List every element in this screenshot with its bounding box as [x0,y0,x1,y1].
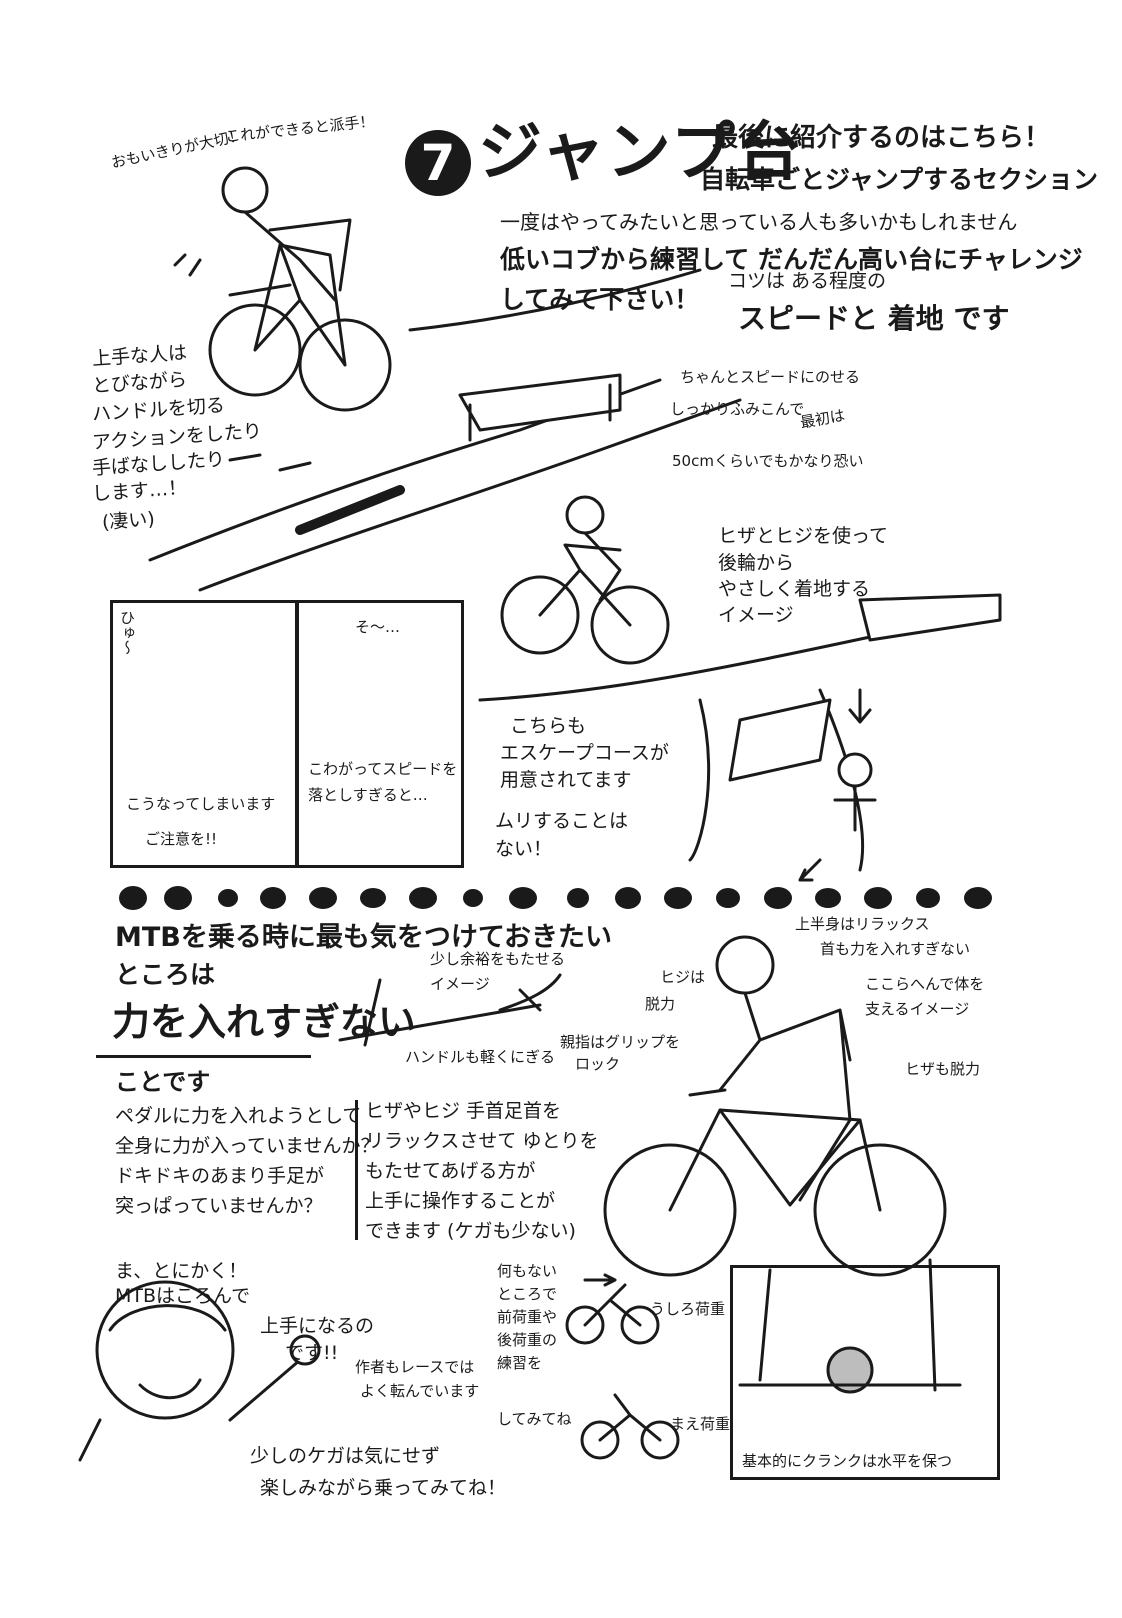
bottom-line-1: ま、とにかく！ [115,1260,248,1282]
practice-note-4: 後荷重の [497,1331,558,1349]
practice-note-6: してみてね [497,1410,572,1428]
landing-note-1: ヒザとヒジを使って [718,525,889,547]
section2-heading: MTBを乗る時に最も気をつけておきたい [115,922,613,953]
crank-caption: 基本的にクランクは水平を保つ [742,1452,953,1470]
question-2: 全身に力が入っていませんか？ [115,1135,380,1157]
jump-ramp-drawing [148,268,742,592]
intro-line-3: 一度はやってみたいと思っている人も多いかもしれません [500,210,1018,234]
body-note-7: ヒザも脱力 [905,1060,981,1078]
intro-line-4: 低いコブから練習して だんだん高い台にチャレンジ [500,245,1083,274]
section2-heading-2: ところは [115,960,216,989]
question-4: 突っぱっていませんか？ [115,1195,323,1217]
landing-rider-drawing [478,495,1002,702]
section-number-badge: 7 [405,130,471,196]
relaxed-rider-drawing [603,935,947,1277]
left-note-7: (凄い) [101,508,156,534]
escape-note-1: こちらも [510,715,587,737]
panel-too-slow [296,600,464,868]
grip-note-4: 親指はグリップを [560,1033,681,1051]
front-weight-label: まえ荷重 [670,1415,731,1433]
crank-closeup-drawing [738,1258,962,1394]
panel1-caption-2: ご注意を!! [145,830,218,848]
jumping-rider-drawing [173,166,392,412]
intro-line-2: 自転車ごとジャンプするセクション [700,165,1099,194]
tip-line-2: スピードと 着地 です [738,302,1010,335]
body-note-2: 首も力を入れすぎない [820,940,971,958]
landing-note-4: イメージ [718,604,794,626]
grip-note-2: イメージ [430,975,490,993]
callout-pedal: しっかりふみこんで [670,400,805,418]
practice-note-5: 練習を [497,1354,543,1372]
tip-line-1: コツは ある程度の [728,270,887,292]
cheering-character-drawing [78,1280,321,1462]
escape-note-4: ムリすることは [495,810,629,832]
question-1: ペダルに力を入れようとして [115,1105,362,1127]
section2-key-phrase: 力を入れすぎない [112,1000,417,1044]
answer-5: できます (ケガも少ない) [365,1220,576,1242]
grip-note-1: 少し余裕をもたせる [430,950,566,968]
question-3: ドキドキのあまり手足が [115,1165,325,1187]
crank-panel [730,1265,1000,1480]
grip-note-5: ロック [575,1055,621,1073]
body-note-4: 脱力 [645,995,676,1013]
author-note-2: よく転んでいます [360,1382,480,1400]
body-note-3: ヒジは [660,968,706,986]
grip-note-3: ハンドルも軽くにぎる [405,1048,556,1066]
landing-note-2: 後輪から [718,552,795,574]
weight-shift-drawings [565,1273,680,1460]
bottom-line-4: です!! [285,1342,339,1364]
panel2-sfx: そ〜… [355,618,401,636]
escape-note-2: エスケープコースが [500,742,669,764]
dot-divider [119,886,992,910]
answer-1: ヒザやヒジ 手首足首を [365,1100,562,1122]
body-note-5: ここらへんで体を [865,975,985,993]
practice-note-1: 何もない [497,1262,558,1280]
practice-note-2: ところで [497,1285,558,1303]
bottom-line-2: MTBはころんで [115,1285,251,1307]
bottom-line-8: 楽しみながら乗ってみてね！ [260,1477,507,1499]
intro-line-1: 最後に紹介するのはこちら！ [712,123,1051,153]
panel2-caption-2: 落としすぎると… [308,786,428,804]
bottom-line-3: 上手になるの [260,1315,375,1337]
intro-line-5: してみて下さい！ [500,285,700,314]
practice-note-3: 前荷重や [497,1308,558,1326]
escape-note-5: ない！ [495,838,553,860]
section2-tail: ことです [115,1068,211,1096]
author-note-1: 作者もレースでは [355,1358,475,1376]
answer-4: 上手に操作することが [365,1190,556,1212]
panel-too-fast [110,600,298,868]
panel1-sfx: ひゅ〜 [118,610,136,655]
escape-course-drawing [688,688,877,882]
body-note-1: 上半身はリラックス [795,915,930,933]
rear-weight-label: うしろ荷重 [650,1300,726,1318]
answer-3: もたせてあげる方が [365,1160,536,1182]
answer-2: リラックスさせて ゆとりを [365,1130,599,1152]
handlebar-grip-drawing [338,973,562,1047]
callout-height: 50cmくらいでもかなり恐い [672,452,864,470]
panel2-caption-1: こわがってスピードを [308,760,458,778]
callout-speed: ちゃんとスピードにのせる [680,368,861,386]
escape-note-3: 用意されてます [500,769,632,791]
page-title: ジャンプ台 [478,116,803,190]
bottom-line-7: 少しのケガは気にせず [250,1445,441,1467]
answer-divider [355,1100,358,1240]
panel1-caption-1: こうなってしまいます [126,795,276,813]
key-underline [96,1055,311,1058]
landing-note-3: やさしく着地する [718,578,871,600]
body-note-6: 支えるイメージ [865,1000,970,1018]
